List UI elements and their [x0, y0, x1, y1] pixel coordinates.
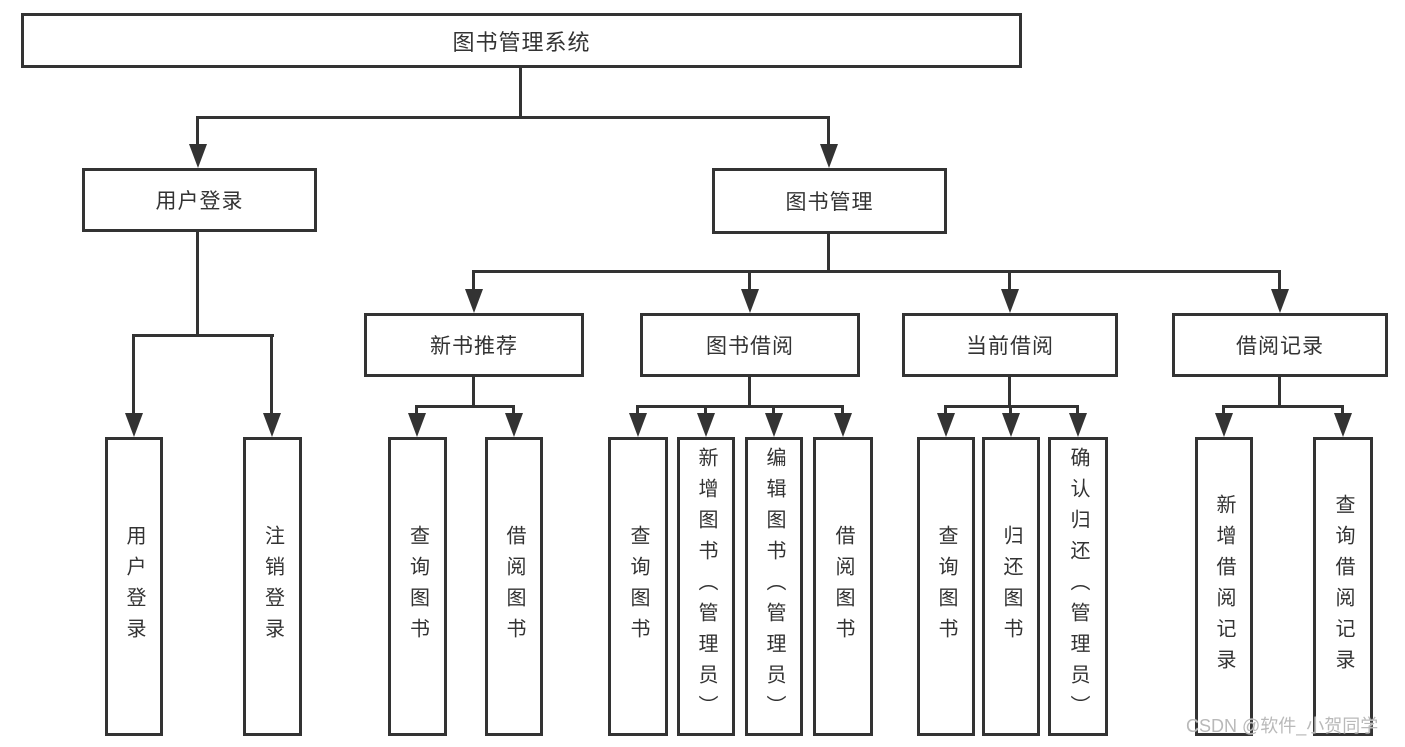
leaf-label: 编辑图书（管理员）	[763, 447, 785, 726]
leaf-query-books-borrow: 查询图书	[608, 437, 668, 736]
connector-line	[1009, 405, 1012, 416]
leaf-add-books-admin: 新增图书（管理员）	[677, 437, 735, 736]
leaf-borrow-books: 借阅图书	[813, 437, 873, 736]
node-label: 图书借阅	[706, 335, 794, 358]
leaf-label: 注销登录	[261, 524, 284, 649]
leaf-label: 确认归还（管理员）	[1067, 447, 1089, 726]
arrow-down-icon	[189, 144, 207, 168]
connector-line	[636, 405, 844, 408]
arrow-down-icon	[1002, 413, 1020, 437]
csdn-watermark: CSDN @软件_小贺同学	[1186, 716, 1379, 736]
connector-line	[472, 270, 475, 292]
arrow-down-icon	[765, 413, 783, 437]
leaf-label: 查询图书	[406, 524, 429, 649]
arrow-down-icon	[937, 413, 955, 437]
arrow-down-icon	[1069, 413, 1087, 437]
connector-line	[748, 375, 751, 408]
leaf-label: 归还图书	[1000, 524, 1022, 649]
arrow-down-icon	[820, 144, 838, 168]
node-user-login: 用户登录	[82, 168, 317, 232]
arrow-down-icon	[697, 413, 715, 437]
connector-line	[270, 334, 273, 415]
connector-line	[1278, 270, 1281, 292]
connector-line	[772, 405, 775, 416]
connector-line	[944, 405, 947, 416]
arrow-down-icon	[125, 413, 143, 437]
connector-line	[827, 116, 830, 146]
node-current-borrowing: 当前借阅	[902, 313, 1118, 377]
connector-line	[1222, 405, 1225, 416]
leaf-label: 新增图书（管理员）	[695, 447, 717, 726]
node-new-book-recommendation: 新书推荐	[364, 313, 584, 377]
leaf-logout: 注销登录	[243, 437, 302, 736]
leaf-add-borrow-record: 新增借阅记录	[1195, 437, 1253, 736]
leaf-user-login: 用户登录	[105, 437, 163, 736]
leaf-query-borrow-record: 查询借阅记录	[1313, 437, 1373, 736]
arrow-down-icon	[408, 413, 426, 437]
connector-line	[1008, 375, 1011, 408]
leaf-label: 新增借阅记录	[1213, 493, 1235, 680]
connector-line	[636, 405, 639, 416]
leaf-query-books-recommend: 查询图书	[388, 437, 447, 736]
connector-line	[416, 405, 515, 408]
node-label: 当前借阅	[966, 335, 1054, 358]
arrow-down-icon	[1334, 413, 1352, 437]
arrow-down-icon	[629, 413, 647, 437]
arrow-down-icon	[263, 413, 281, 437]
connector-line	[748, 270, 751, 292]
arrow-down-icon	[1271, 289, 1289, 313]
connector-line	[132, 334, 135, 415]
connector-line	[1278, 375, 1281, 408]
node-label: 用户登录	[155, 190, 244, 213]
connector-line	[197, 116, 830, 119]
connector-line	[704, 405, 707, 416]
connector-line	[1008, 270, 1011, 292]
connector-line	[472, 270, 1281, 273]
connector-line	[415, 405, 418, 416]
leaf-confirm-return-admin: 确认归还（管理员）	[1048, 437, 1108, 736]
connector-line	[827, 232, 830, 273]
connector-line	[1222, 405, 1344, 408]
connector-line	[196, 232, 199, 337]
node-label: 借阅记录	[1236, 335, 1324, 358]
leaf-query-books-current: 查询图书	[917, 437, 975, 736]
leaf-label: 借阅图书	[832, 524, 854, 649]
connector-line	[841, 405, 844, 416]
arrow-down-icon	[741, 289, 759, 313]
connector-line	[196, 116, 199, 146]
arrow-down-icon	[834, 413, 852, 437]
node-book-borrowing: 图书借阅	[640, 313, 860, 377]
node-label: 图书管理系统	[452, 29, 591, 55]
arrow-down-icon	[1215, 413, 1233, 437]
leaf-label: 查询图书	[935, 524, 957, 649]
node-library-management-system: 图书管理系统	[21, 13, 1022, 68]
connector-line	[1341, 405, 1344, 416]
node-label: 图书管理	[785, 191, 874, 214]
arrow-down-icon	[1001, 289, 1019, 313]
leaf-return-books: 归还图书	[982, 437, 1040, 736]
leaf-label: 用户登录	[123, 524, 145, 649]
arrow-down-icon	[465, 289, 483, 313]
leaf-edit-books-admin: 编辑图书（管理员）	[745, 437, 803, 736]
connector-line	[519, 66, 522, 119]
node-borrowing-records: 借阅记录	[1172, 313, 1388, 377]
connector-line	[1076, 405, 1079, 416]
arrow-down-icon	[505, 413, 523, 437]
connector-line	[132, 334, 274, 337]
connector-line	[472, 375, 475, 408]
leaf-borrow-books-recommend: 借阅图书	[485, 437, 543, 736]
leaf-label: 查询借阅记录	[1332, 493, 1354, 680]
leaf-label: 查询图书	[627, 524, 649, 649]
connector-line	[512, 405, 515, 416]
node-label: 新书推荐	[430, 335, 518, 358]
node-book-management: 图书管理	[712, 168, 947, 234]
leaf-label: 借阅图书	[503, 524, 525, 649]
